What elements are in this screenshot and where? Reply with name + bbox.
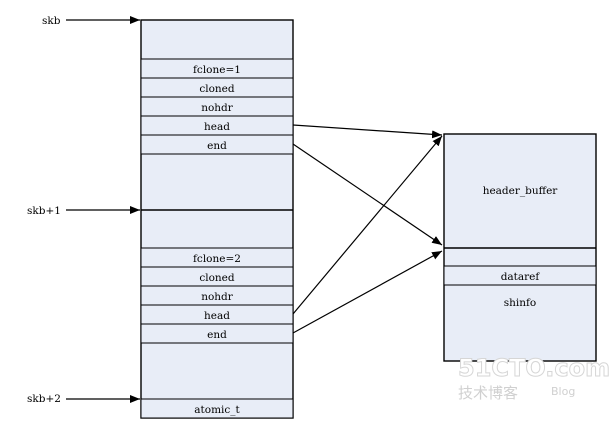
end1-to-shinfo-arrow	[292, 143, 443, 246]
watermark-blog: Blog	[551, 385, 575, 398]
skb2-pointer-label: skb+2	[27, 393, 61, 405]
atomic-label: atomic_t	[194, 404, 240, 416]
head1-to-buffer-arrow	[292, 124, 443, 139]
atomic-cell	[140, 398, 294, 419]
end-label: end	[207, 329, 227, 341]
header-buffer-label: header_buffer	[483, 185, 559, 197]
skb-pointer-label: skb	[42, 15, 61, 27]
head-label: head	[204, 121, 230, 133]
cloned-label: cloned	[199, 272, 235, 284]
watermark-chinese: 技术博客	[458, 384, 518, 402]
watermark-site: 51CTO.com	[458, 354, 610, 382]
head-label: head	[204, 310, 230, 322]
field-row	[140, 323, 294, 344]
skb-second-fields: fclone=2 cloned nohdr head end	[140, 247, 294, 344]
dataref-cell	[443, 265, 597, 286]
fclone1-label: fclone=1	[193, 64, 241, 76]
head2-to-buffer-arrow	[292, 135, 443, 315]
cloned-label: cloned	[199, 83, 235, 95]
dataref-label: dataref	[501, 271, 541, 283]
skb1-pointer-label: skb+1	[27, 205, 61, 217]
nohdr-label: nohdr	[201, 102, 234, 114]
shinfo-label: shinfo	[504, 297, 536, 309]
end-label: end	[207, 140, 227, 152]
end2-to-shinfo-arrow	[292, 250, 443, 334]
skb-first-fields: fclone=1 cloned nohdr head end	[140, 58, 294, 155]
nohdr-label: nohdr	[201, 291, 234, 303]
fclone2-label: fclone=2	[193, 253, 241, 265]
watermark: 51CTO.com 技术博客 Blog	[458, 354, 610, 403]
